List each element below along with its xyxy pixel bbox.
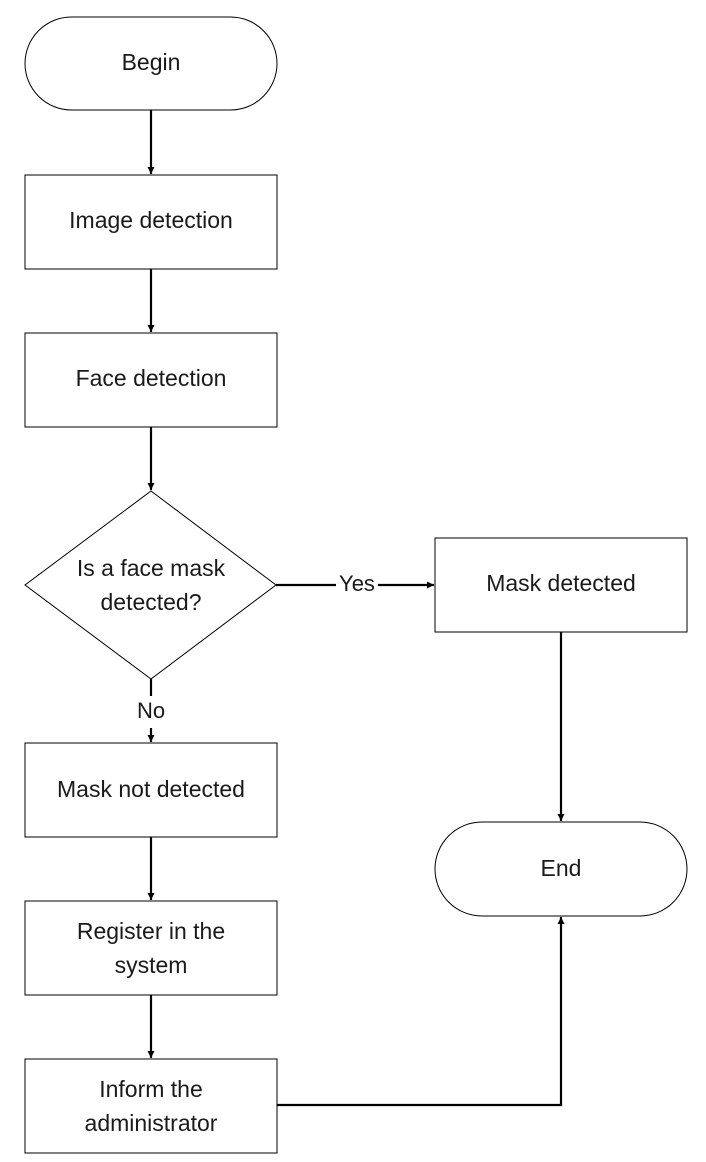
arrow-inform-to-end [277, 917, 565, 1107]
register-label-line-2: system [115, 952, 188, 978]
begin-node: Begin [24, 16, 278, 111]
mask-not-detected-label: Mask not detected [57, 776, 245, 802]
no-label: No [137, 698, 165, 723]
inform-label-line-2: administrator [85, 1110, 218, 1136]
inform-node: Inform the administrator [24, 1058, 278, 1154]
mask-detected-node: Mask detected [434, 537, 688, 633]
image-detection-node: Image detection [24, 174, 278, 270]
image-detection-label: Image detection [69, 207, 233, 233]
end-node: End [434, 821, 688, 917]
decision-node: Is a face mask detected? [24, 490, 277, 680]
mask-not-detected-node: Mask not detected [24, 742, 278, 838]
inform-label-line-1: Inform the [99, 1076, 203, 1102]
register-node: Register in the system [24, 900, 278, 996]
register-label-line-1: Register in the [77, 918, 225, 944]
end-label: End [541, 855, 582, 881]
decision-label-line-1: Is a face mask [77, 555, 226, 581]
decision-label-line-2: detected? [100, 589, 201, 615]
mask-detected-label: Mask detected [486, 570, 636, 596]
face-detection-node: Face detection [24, 332, 278, 428]
face-detection-label: Face detection [76, 365, 227, 391]
begin-label: Begin [122, 49, 181, 75]
yes-label: Yes [339, 571, 375, 596]
